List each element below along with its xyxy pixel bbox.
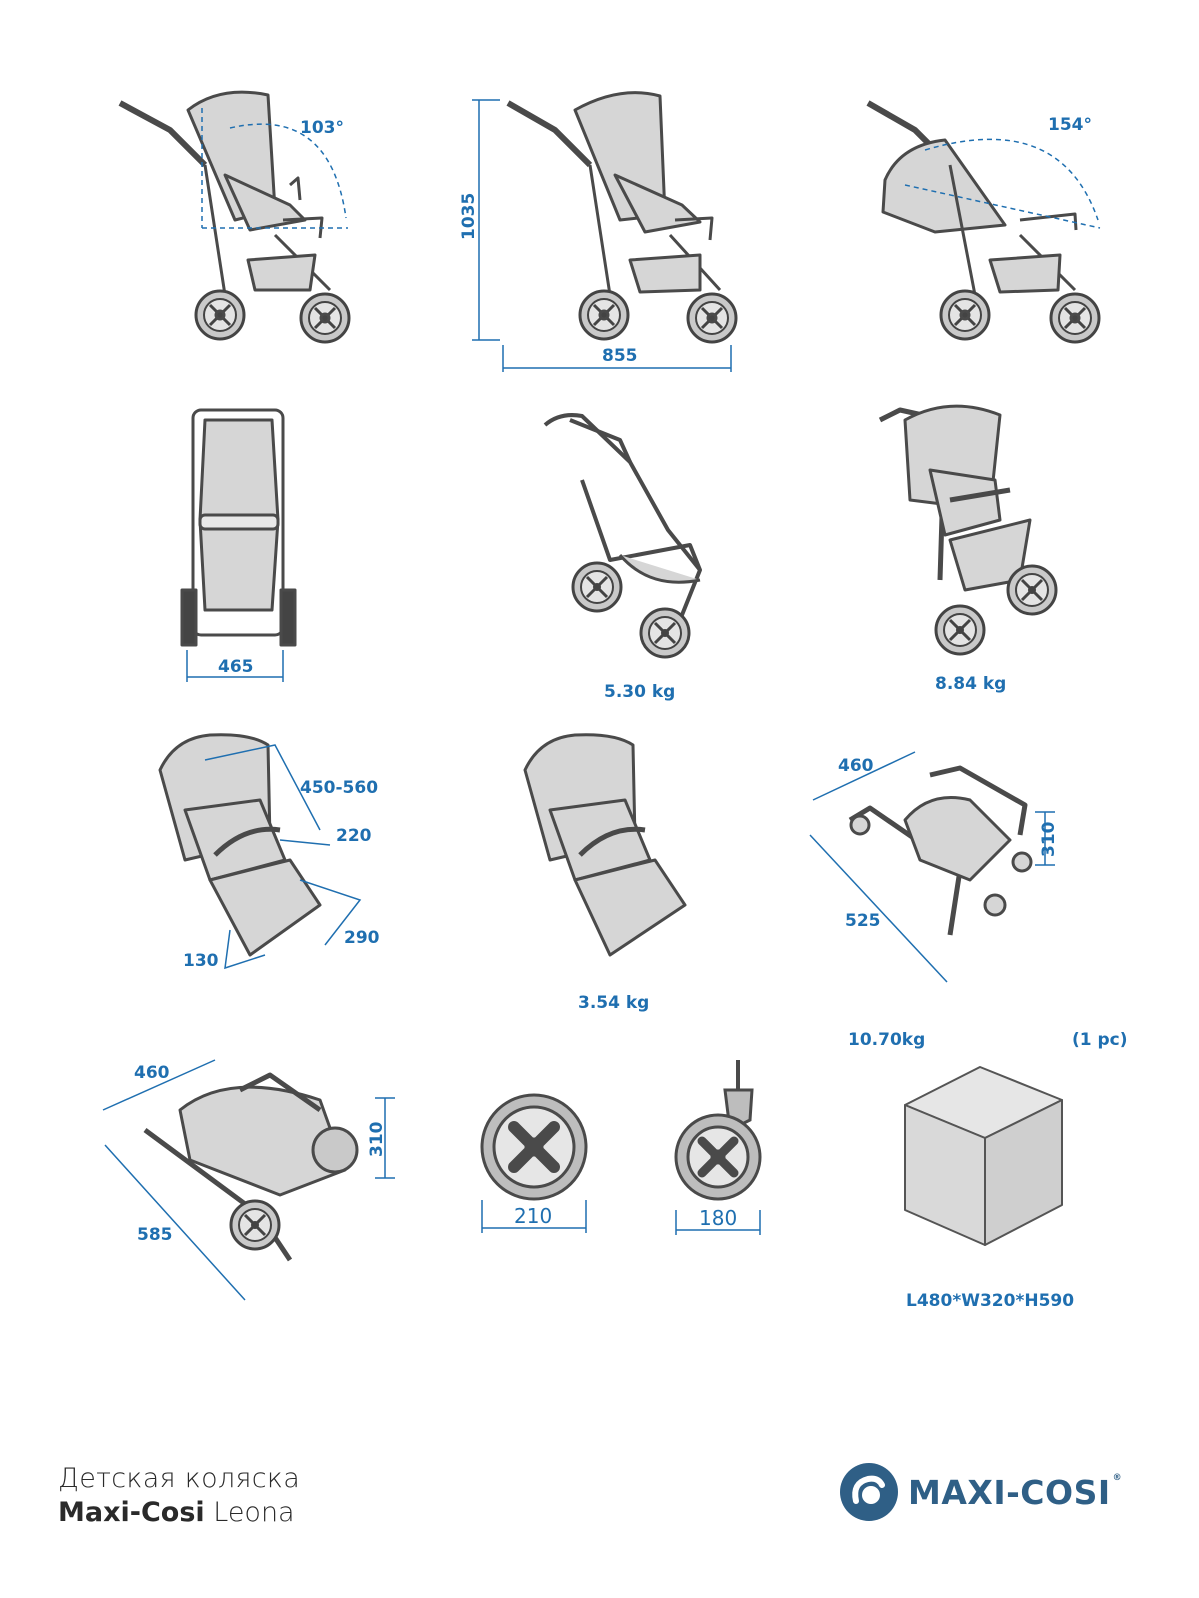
seat-unit <box>523 733 687 957</box>
recline-arc-103 <box>201 108 348 229</box>
fold-length-label: 585 <box>137 1225 173 1245</box>
fold-height-label: 310 <box>367 1121 387 1158</box>
total-weight-label: 8.84 kg <box>935 674 1007 694</box>
three-quarter-view <box>878 404 1032 592</box>
seat-back-height-label: 450-560 <box>300 778 379 798</box>
frame-only <box>543 413 702 621</box>
folded-frame-dims <box>809 751 1055 983</box>
recline-max-angle-label: 154° <box>1048 115 1092 135</box>
package-weight-label: 10.70kg <box>848 1030 926 1050</box>
fold-no-seat-width-label: 460 <box>838 756 874 776</box>
side-view-dimensions <box>506 91 738 344</box>
front-wheel-label: 180 <box>699 1206 738 1230</box>
tq-wheel-front <box>934 604 986 656</box>
front-view <box>180 408 297 647</box>
product-name: Maxi-Cosi Leona <box>58 1496 300 1530</box>
frame-weight-label: 5.30 kg <box>604 682 676 702</box>
rear-wheel-dim <box>481 1200 587 1233</box>
length-label: 855 <box>602 346 638 366</box>
width-label: 465 <box>218 657 254 677</box>
product-model: Leona <box>213 1497 295 1528</box>
recline-arc-154 <box>904 138 1101 229</box>
seat-weight-label: 3.54 kg <box>578 993 650 1013</box>
folded-wheel <box>229 1199 281 1251</box>
rear-wheel <box>480 1093 588 1201</box>
height-dimension-line <box>472 99 732 372</box>
seat-unit-dims <box>158 733 322 957</box>
folded-stroller-dims <box>102 1059 395 1301</box>
fold-width-label: 460 <box>134 1063 170 1083</box>
frame-wheel-front <box>639 607 691 659</box>
front-wheel <box>674 1060 762 1201</box>
folded-stroller <box>143 1072 359 1262</box>
package-count-label: (1 pc) <box>1072 1030 1128 1050</box>
height-label: 1035 <box>459 192 479 240</box>
folded-frame <box>848 765 1033 936</box>
footrest-label: 130 <box>183 951 219 971</box>
side-view-reclined <box>866 100 1101 344</box>
seat-depth-label: 290 <box>344 928 380 948</box>
package-size-label: L480*W320*H590 <box>906 1291 1075 1311</box>
logo-wordmark: MAXI-COSI® <box>908 1472 1123 1512</box>
seat-dimension-lines <box>204 744 362 970</box>
side-view-upright <box>118 90 351 344</box>
product-type: Детская коляска <box>58 1463 301 1494</box>
rear-wheel-label: 210 <box>514 1204 553 1228</box>
tq-wheel-rear <box>1006 564 1058 616</box>
product-brand: Maxi-Cosi <box>58 1497 205 1528</box>
product-caption: Детская коляска Maxi-Cosi Leona <box>58 1462 300 1530</box>
frame-wheel-rear <box>571 561 623 613</box>
logo-emblem-icon <box>840 1463 898 1521</box>
width-dimension-line <box>186 650 284 682</box>
front-wheel-dim <box>675 1210 761 1235</box>
recline-min-angle-label: 103° <box>300 118 344 138</box>
seat-width-label: 220 <box>336 826 372 846</box>
maxi-cosi-logo: MAXI-COSI® <box>840 1463 1122 1521</box>
package-box <box>904 1066 1063 1246</box>
fold-no-seat-height-label: 310 <box>1039 821 1059 858</box>
fold-no-seat-length-label: 525 <box>845 911 881 931</box>
